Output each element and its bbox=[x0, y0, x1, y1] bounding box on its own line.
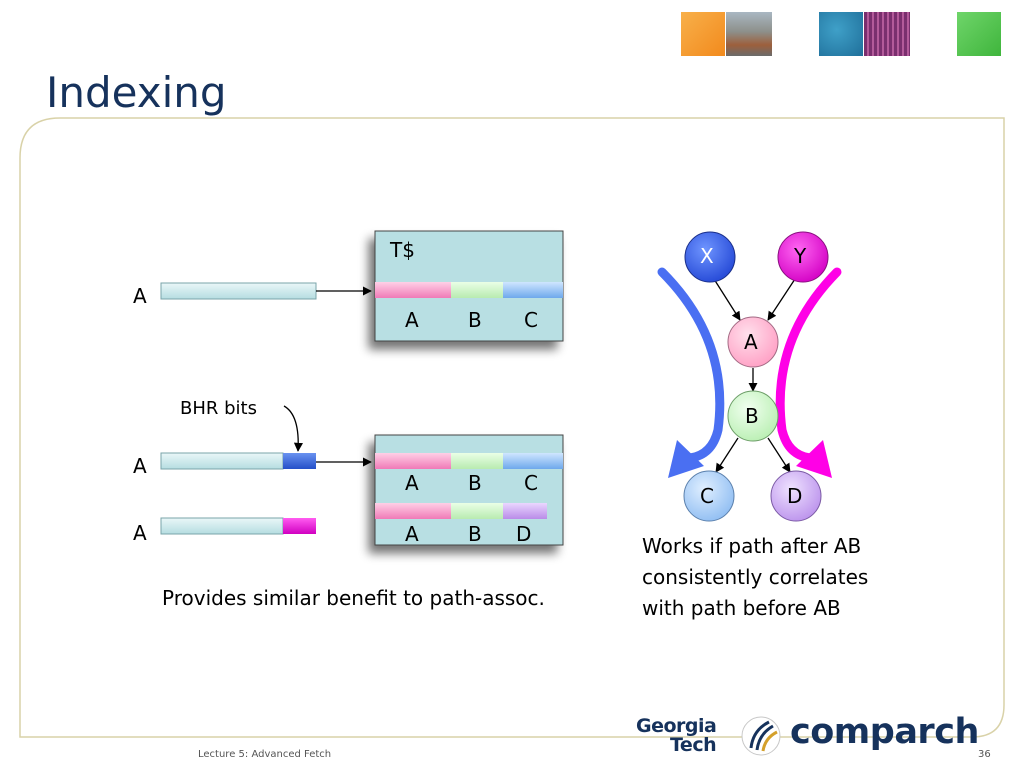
node-a-label: A bbox=[744, 330, 758, 354]
top-index-bar bbox=[160, 282, 372, 300]
top-table bbox=[374, 230, 564, 342]
node-c-label: C bbox=[700, 484, 714, 508]
logo-comparch: comparch bbox=[790, 712, 979, 752]
bottom-index-bar-1 bbox=[160, 452, 372, 470]
logo-georgia: Georgia bbox=[636, 715, 717, 737]
bottom-table-r2-a: A bbox=[405, 522, 419, 546]
deco-image-campus bbox=[726, 12, 772, 56]
graph-edges bbox=[713, 278, 796, 473]
bottom-table-r1-a: A bbox=[405, 471, 419, 495]
bottom-table-r2-d: D bbox=[516, 522, 532, 546]
bottom-table bbox=[374, 434, 564, 546]
table-title: T$ bbox=[390, 238, 415, 262]
deco-square-orange bbox=[681, 12, 725, 56]
top-table-entry-b: B bbox=[468, 308, 482, 332]
bottom-row2-label: A bbox=[133, 521, 147, 545]
logo-swirl-icon bbox=[741, 716, 781, 756]
deco-square-green bbox=[957, 12, 1001, 56]
bottom-index-bar-2 bbox=[160, 517, 316, 535]
right-path-arrow bbox=[775, 267, 842, 478]
deco-image-chip bbox=[864, 12, 910, 56]
caption-left: Provides similar benefit to path-assoc. bbox=[162, 586, 545, 610]
bottom-table-r2-b: B bbox=[468, 522, 482, 546]
footer-page-number: 36 bbox=[978, 749, 991, 760]
node-x-label: X bbox=[700, 244, 714, 268]
top-row-label: A bbox=[133, 284, 147, 308]
node-c bbox=[683, 470, 735, 522]
node-a bbox=[727, 316, 779, 368]
node-x bbox=[684, 231, 736, 283]
footer-lecture: Lecture 5: Advanced Fetch bbox=[198, 749, 332, 760]
top-table-entry-c: C bbox=[524, 308, 538, 332]
node-d bbox=[770, 470, 822, 522]
node-y-label: Y bbox=[794, 244, 807, 268]
caption-right-line1: Works if path after AB bbox=[642, 534, 862, 558]
logo-tech: Tech bbox=[670, 734, 717, 756]
deco-square-blue bbox=[819, 12, 863, 56]
bhr-bits-label: BHR bits bbox=[180, 398, 257, 419]
node-b bbox=[727, 390, 779, 442]
node-d-label: D bbox=[787, 484, 803, 508]
top-table-entry-a: A bbox=[405, 308, 419, 332]
caption-right-line3: with path before AB bbox=[642, 596, 841, 620]
bhr-pointer-arrow bbox=[283, 405, 303, 452]
caption-right-line2: consistently correlates bbox=[642, 565, 869, 589]
bottom-row1-label: A bbox=[133, 454, 147, 478]
bottom-table-r1-c: C bbox=[524, 471, 538, 495]
bottom-table-r1-b: B bbox=[468, 471, 482, 495]
left-path-arrow bbox=[657, 267, 725, 478]
node-y bbox=[777, 231, 829, 283]
node-b-label: B bbox=[745, 404, 759, 428]
slide-title: Indexing bbox=[46, 68, 227, 117]
